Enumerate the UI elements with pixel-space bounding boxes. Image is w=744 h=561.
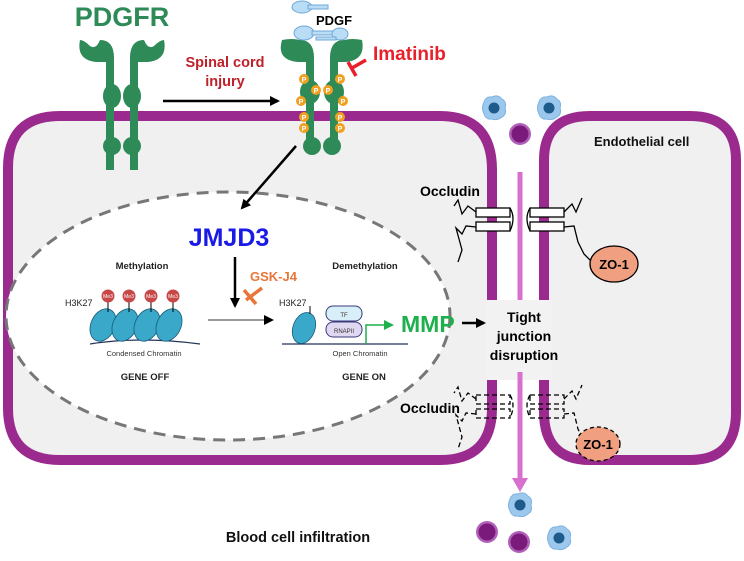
neutrophil-bottom-center	[508, 531, 530, 553]
imatinib-inhibitor-symbol	[346, 58, 367, 77]
zo1-intact	[589, 245, 639, 283]
phospho-label: P	[326, 88, 331, 95]
gsk-j4-label: GSK-J4	[250, 269, 298, 284]
me3-mark	[101, 289, 115, 303]
rnapii-box	[325, 321, 363, 338]
zo1-label-top: ZO-1	[599, 257, 629, 272]
me3-mark	[144, 289, 158, 303]
tf-label: TF	[340, 313, 348, 319]
occludin-label-top: Occludin	[420, 183, 480, 199]
spinal-cord-injury-label-line2: injury	[205, 74, 244, 90]
pdgfr-receptor-inactive	[79, 40, 165, 170]
me3-label: Me3	[146, 294, 156, 300]
gene-off-label: GENE OFF	[121, 372, 170, 383]
tight-junction-label-bg	[486, 300, 552, 380]
pdgf-ligand	[291, 0, 349, 41]
monocyte-bottom-center	[508, 492, 533, 518]
mmp-label: MMP	[401, 311, 455, 337]
neutrophil-bottom-left	[476, 521, 498, 543]
tight-junction-label-line3: disruption	[490, 347, 558, 363]
blood-cell-infiltration-label: Blood cell infiltration	[226, 530, 370, 546]
condensed-chromatin-label: Condensed Chromatin	[106, 349, 181, 358]
phospho-label: P	[341, 99, 346, 106]
imatinib-label: Imatinib	[373, 44, 446, 65]
receptor-to-jmjd3-arrow	[240, 145, 297, 210]
phospho-label: P	[338, 77, 343, 84]
gene-on-label: GENE ON	[342, 372, 386, 383]
phosphate-groups	[296, 74, 348, 133]
nucleus	[4, 190, 452, 442]
demethylation-label: Demethylation	[332, 261, 398, 272]
tf-box	[325, 305, 363, 322]
me3-mark	[166, 289, 180, 303]
me3-label: Me3	[168, 294, 178, 300]
transcription-arrow	[365, 320, 394, 344]
me3-mark	[122, 289, 136, 303]
phospho-label: P	[302, 126, 307, 133]
right-endothelial-cell	[539, 111, 741, 465]
phospho-label: P	[302, 115, 307, 122]
phospho-label: P	[314, 88, 319, 95]
phospho-label: P	[338, 115, 343, 122]
h3k27-label-right: H3K27	[279, 298, 307, 308]
monocyte-bottom-right	[547, 525, 572, 551]
condensed-chromatin: Me3 Me3 Me3 Me3	[89, 289, 201, 345]
occludin-label-bottom: Occludin	[400, 400, 460, 416]
zo1-disrupted	[575, 426, 621, 462]
spinal-cord-injury-label-line1: Spinal cord	[186, 55, 265, 71]
neutrophil-top	[509, 123, 531, 145]
tight-junction-label-line2: junction	[496, 328, 551, 344]
h3k27-label-left: H3K27	[65, 298, 93, 308]
methylation-label: Methylation	[116, 261, 169, 272]
endothelial-cell-label: Endothelial cell	[594, 134, 689, 149]
monocyte-top-right	[537, 95, 562, 121]
pdgfr-label: PDGFR	[75, 2, 170, 32]
zo1-label-bottom: ZO-1	[583, 437, 613, 452]
pdgf-label: PDGF	[316, 13, 352, 28]
me3-label: Me3	[103, 294, 113, 300]
rnapii-label: RNAPII	[334, 329, 354, 335]
gsk-j4-inhibitor-symbol	[242, 286, 264, 306]
phospho-label: P	[299, 99, 304, 106]
me3-label: Me3	[124, 294, 134, 300]
jmjd3-label: JMJD3	[189, 224, 270, 252]
monocyte-top-left	[482, 95, 507, 121]
phospho-label: P	[338, 126, 343, 133]
phospho-label: P	[302, 77, 307, 84]
open-chromatin	[282, 305, 408, 345]
pdgfr-receptor-active	[280, 39, 363, 155]
open-chromatin-label: Open Chromatin	[332, 349, 387, 358]
occludin-intact	[453, 197, 593, 263]
occludin-disrupted	[453, 384, 585, 450]
tight-junction-label-line1: Tight	[507, 309, 541, 325]
